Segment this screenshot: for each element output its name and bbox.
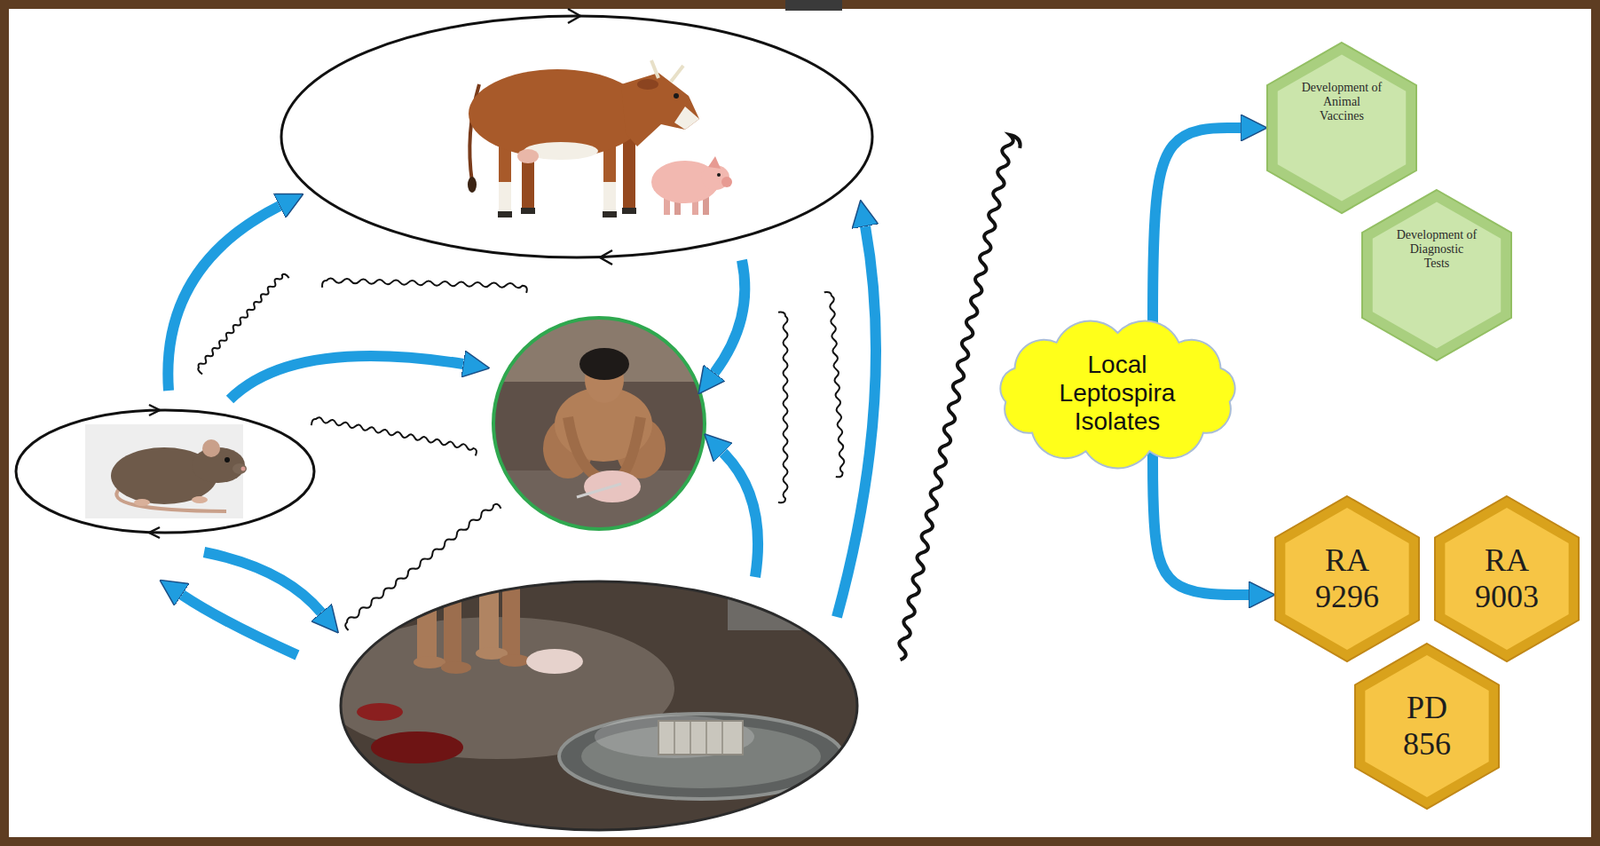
hexagon-face bbox=[1444, 507, 1569, 650]
hexagon-shape bbox=[1434, 496, 1579, 662]
node-text: RA 9003 bbox=[1464, 542, 1550, 616]
spirochete bbox=[311, 416, 478, 457]
text-group: PD 856 bbox=[1384, 689, 1470, 764]
connector-arrow bbox=[1152, 449, 1249, 595]
spirochete bbox=[195, 271, 290, 375]
hexagon-face bbox=[1277, 54, 1406, 201]
slaughter-ellipse bbox=[340, 581, 858, 830]
spirochete bbox=[342, 500, 502, 631]
transmission-arrow bbox=[714, 260, 745, 373]
transmission-arrow bbox=[204, 551, 322, 613]
node-text: PD 856 bbox=[1384, 689, 1470, 764]
transmission-arrow bbox=[836, 226, 876, 617]
rodent-ellipse bbox=[15, 409, 315, 533]
text-group: Development of Animal Vaccines bbox=[1300, 80, 1383, 124]
transmission-arrow bbox=[723, 452, 758, 577]
cycle-arrow bbox=[599, 250, 613, 265]
hexagon-outline bbox=[1265, 40, 1419, 215]
hexagon-face bbox=[1372, 201, 1501, 348]
worker-photo bbox=[488, 310, 710, 533]
isolate-hexagon: PD 856 bbox=[1353, 641, 1501, 811]
transmission-arrows bbox=[167, 205, 876, 655]
worker-circle bbox=[493, 317, 705, 529]
hexagon-shape bbox=[1355, 643, 1499, 809]
transmission-arrow bbox=[181, 594, 298, 655]
hexagon-face bbox=[1364, 654, 1489, 797]
text-group: RA 9003 bbox=[1464, 542, 1550, 616]
isolate-hexagon: RA 9296 bbox=[1273, 494, 1421, 663]
text-group: Local Leptospira Isolates bbox=[1046, 350, 1189, 437]
hexagon-face bbox=[1284, 507, 1409, 650]
transmission-arrow bbox=[229, 355, 464, 400]
cycle-arrow bbox=[567, 8, 581, 24]
hexagon-shape bbox=[1267, 42, 1417, 213]
spirochete bbox=[322, 277, 528, 293]
transmission-arrow bbox=[167, 205, 280, 391]
spirochete bbox=[824, 291, 846, 478]
text-group: Development of Diagnostic Tests bbox=[1395, 228, 1478, 271]
node-text: RA 9296 bbox=[1304, 542, 1390, 616]
spirochete bbox=[778, 312, 789, 504]
slaughter-photo bbox=[319, 576, 861, 835]
connector-arrow bbox=[1152, 127, 1241, 337]
node-text: Development of Diagnostic Tests bbox=[1395, 228, 1478, 271]
cloud-shape bbox=[1000, 320, 1235, 468]
isolate-hexagon: RA 9003 bbox=[1433, 494, 1581, 663]
outcome-hexagon: Development of Diagnostic Tests bbox=[1360, 188, 1514, 363]
frame bbox=[4, 4, 1596, 842]
hexagon-shape bbox=[1275, 496, 1419, 662]
livestock-ellipse bbox=[281, 15, 873, 258]
outcome-hexagon: Development of Animal Vaccines bbox=[1265, 40, 1419, 215]
text-group: RA 9296 bbox=[1304, 542, 1390, 616]
frame-tab bbox=[785, 0, 843, 11]
cycle-arrow bbox=[149, 527, 160, 538]
node-text: Development of Animal Vaccines bbox=[1300, 80, 1383, 124]
hexagon-outline bbox=[1360, 188, 1514, 363]
pig-figure bbox=[651, 156, 733, 215]
node-text: Local Leptospira Isolates bbox=[1046, 350, 1189, 437]
isolates-cloud: Local Leptospira Isolates bbox=[988, 316, 1247, 470]
cycle-arrow bbox=[149, 404, 160, 416]
hexagon-shape bbox=[1362, 189, 1512, 361]
rat-figure bbox=[85, 424, 247, 519]
